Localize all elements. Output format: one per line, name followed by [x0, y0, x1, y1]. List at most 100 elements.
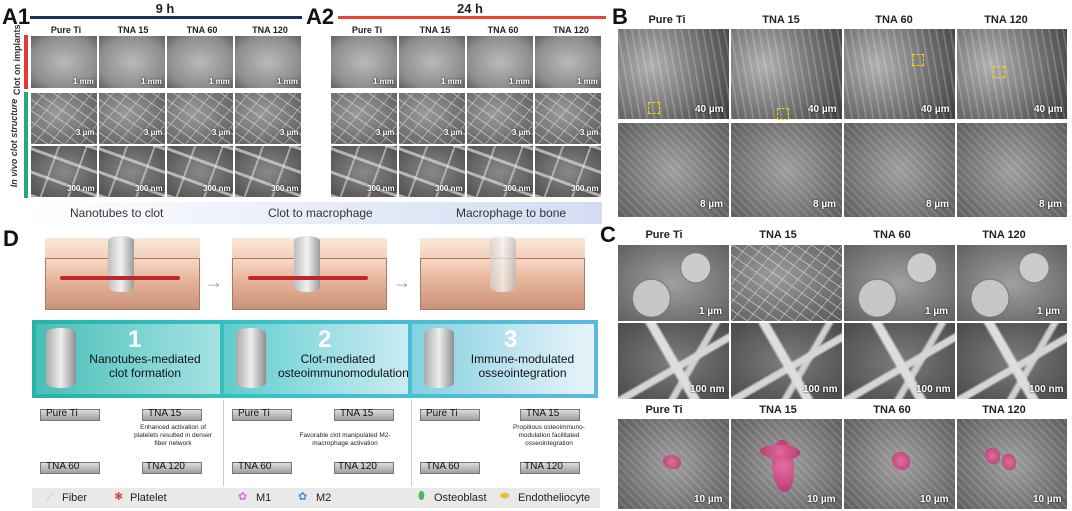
sample-chip — [142, 462, 202, 474]
c-col-pure-ti: Pure Ti — [645, 229, 683, 241]
a1-clot-tna60 — [166, 35, 234, 89]
chip-label: TNA 60 — [238, 461, 272, 472]
c-cell-pure-ti — [617, 418, 730, 510]
a1-invivo-300nm-tna60 — [166, 145, 234, 198]
c-1um-tna120 — [956, 244, 1068, 322]
b-col-pure-ti: Pure Ti — [648, 14, 686, 26]
scale-label: 100 nm — [1029, 384, 1064, 395]
timeline-24h — [338, 16, 606, 19]
chip-label: Pure Ti — [426, 408, 458, 419]
a1-clot-tna120 — [234, 35, 302, 89]
legend-m2: M2 — [316, 492, 332, 504]
platelet-cell — [663, 455, 681, 469]
a1-invivo-3um-pure-ti — [30, 92, 98, 145]
sample-chip — [232, 409, 292, 421]
scale-label: 1 mm — [141, 77, 162, 86]
scale-label: 1 µm — [1037, 306, 1060, 317]
scale-label: 300 nm — [571, 184, 599, 193]
scale-label: 10 µm — [1033, 494, 1062, 505]
legend-bar — [32, 488, 600, 508]
legend-m1: M1 — [256, 492, 272, 504]
a2-col-tna60: TNA 60 — [487, 25, 519, 35]
scale-label: 300 nm — [271, 184, 299, 193]
scale-label: 8 µm — [1039, 199, 1062, 210]
scale-label: 1 mm — [509, 77, 530, 86]
scale-label: 40 µm — [921, 104, 950, 115]
sample-chip — [334, 409, 394, 421]
divider — [411, 400, 412, 486]
arrow-right-icon: → — [205, 272, 223, 292]
stage-label-2: Clot to macrophage — [268, 206, 373, 220]
a2-col-tna120: TNA 120 — [553, 25, 589, 35]
a2-col-pure-ti: Pure Ti — [351, 25, 383, 35]
a2-invivo-3um-tna120 — [534, 92, 602, 145]
arrow-right-icon: → — [393, 272, 411, 292]
panel-label-a1: A1 — [2, 4, 31, 29]
sample-chip — [40, 409, 100, 421]
scale-label: 3 µm — [144, 128, 163, 137]
chip-label: TNA 60 — [426, 461, 460, 472]
a1-invivo-300nm-tna15 — [98, 145, 166, 198]
scale-label: 10 µm — [694, 494, 723, 505]
scale-label: 100 nm — [690, 384, 725, 395]
blood-vessel — [60, 276, 180, 280]
a1-invivo-3um-tna15 — [98, 92, 166, 145]
legend-endotheliocyte-icon: ⬬ — [500, 490, 510, 502]
chip-label: TNA 120 — [524, 461, 563, 472]
a1-invivo-3um-tna60 — [166, 92, 234, 145]
c-row3-col-tna15: TNA 15 — [759, 404, 797, 416]
a2-clot-tna15 — [398, 35, 466, 89]
c-1um-tna15 — [730, 244, 843, 322]
c-col-tna60: TNA 60 — [873, 229, 911, 241]
chip-label: TNA 15 — [340, 408, 374, 419]
c-100nm-tna60 — [843, 322, 956, 400]
scale-label: 1 mm — [277, 77, 298, 86]
a1-col-pure-ti: Pure Ti — [50, 25, 82, 35]
implant-cylinder — [490, 236, 516, 292]
step-text-3: Immune-modulated osseointegration — [470, 352, 575, 380]
row-label-clot: Clot on implants — [12, 24, 22, 96]
a2-invivo-3um-pure-ti — [330, 92, 398, 145]
a2-invivo-300nm-tna120 — [534, 145, 602, 198]
a1-invivo-300nm-tna120 — [234, 145, 302, 198]
c-col-tna15: TNA 15 — [759, 229, 797, 241]
scale-label: 10 µm — [920, 494, 949, 505]
scale-label: 1 µm — [925, 306, 948, 317]
b-high-tna15 — [730, 122, 843, 218]
b-high-tna60 — [843, 122, 956, 218]
implant-icon — [46, 328, 76, 388]
clot-row-marker — [24, 35, 28, 89]
stage-label-1: Nanotubes to clot — [70, 206, 164, 220]
scale-label: 8 µm — [926, 199, 949, 210]
scale-label: 100 nm — [916, 384, 951, 395]
scale-label: 40 µm — [808, 104, 837, 115]
sample-chip — [420, 409, 480, 421]
invivo-row-marker — [24, 92, 28, 198]
row-label-invivo: In vivo clot structure — [9, 98, 19, 188]
scale-label: 100 nm — [803, 384, 838, 395]
implant-icon — [236, 328, 266, 388]
legend-m2-icon: ✿ — [298, 491, 308, 503]
a1-invivo-3um-tna120 — [234, 92, 302, 145]
scale-label: 3 µm — [212, 128, 231, 137]
scale-label: 300 nm — [503, 184, 531, 193]
scale-label: 3 µm — [580, 128, 599, 137]
legend-endotheliocyte: Endotheliocyte — [518, 492, 591, 504]
scale-label: 3 µm — [76, 128, 95, 137]
platelet-cell — [985, 448, 1000, 464]
scale-label: 1 mm — [73, 77, 94, 86]
c-row3-col-tna60: TNA 60 — [873, 404, 911, 416]
c-cell-tna60 — [843, 418, 956, 510]
scale-label: 40 µm — [695, 104, 724, 115]
a1-clot-pure-ti — [30, 35, 98, 89]
a2-col-tna15: TNA 15 — [419, 25, 451, 35]
b-low-tna15 — [730, 28, 843, 120]
description-3: Propitious osteoimmuno-modulation facili… — [513, 424, 585, 447]
b-low-tna60 — [843, 28, 956, 120]
blood-vessel — [248, 276, 368, 280]
scale-label: 10 µm — [807, 494, 836, 505]
a2-clot-pure-ti — [330, 35, 398, 89]
panel-label-d: D — [3, 226, 19, 251]
b-low-pure-ti — [617, 28, 730, 120]
chip-label: TNA 120 — [146, 461, 185, 472]
